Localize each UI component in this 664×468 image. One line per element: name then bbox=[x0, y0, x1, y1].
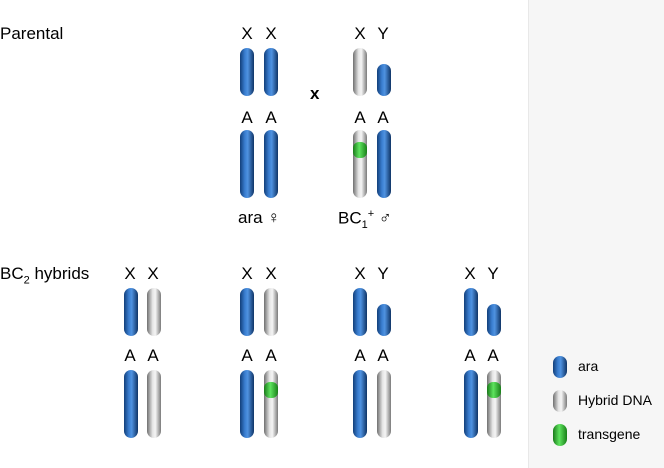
autosome-blue bbox=[240, 370, 254, 438]
autosome-gray bbox=[377, 370, 391, 438]
letter-x: X bbox=[124, 264, 136, 283]
legend-label: Hybrid DNA bbox=[578, 392, 652, 408]
x-chromosome-blue bbox=[124, 288, 138, 336]
bc2-suffix: hybrids bbox=[29, 264, 90, 283]
cross-symbol: x bbox=[310, 84, 320, 103]
legend-label: transgene bbox=[578, 426, 641, 442]
letter-x: X bbox=[354, 264, 366, 283]
autosome-blue bbox=[124, 370, 138, 438]
letter-a: A bbox=[354, 108, 366, 127]
x-chromosome-gray bbox=[353, 48, 367, 96]
letter-a: A bbox=[487, 346, 499, 365]
letter-a: A bbox=[265, 346, 277, 365]
autosome-gray bbox=[147, 370, 161, 438]
autosome-blue bbox=[377, 130, 391, 198]
autosome-gray-with-transgene bbox=[264, 370, 278, 438]
male-parent-caption: BC1+ ♂ bbox=[338, 208, 392, 231]
letter-x: X bbox=[354, 24, 366, 43]
letter-x: X bbox=[241, 24, 253, 43]
male-symbol-icon: ♂ bbox=[378, 208, 392, 228]
x-chromosome-gray bbox=[147, 288, 161, 336]
letter-a: A bbox=[377, 346, 389, 365]
letter-x: X bbox=[265, 264, 277, 283]
female-parent-name: ara bbox=[238, 208, 263, 227]
transgene-marker bbox=[353, 142, 367, 158]
letter-x: X bbox=[147, 264, 159, 283]
letter-a: A bbox=[464, 346, 476, 365]
transgene-marker bbox=[487, 382, 501, 398]
legend-panel bbox=[528, 0, 664, 468]
autosome-gray-with-transgene bbox=[353, 130, 367, 198]
legend-label: ara bbox=[578, 358, 599, 374]
letter-a: A bbox=[147, 346, 159, 365]
bc2-prefix: BC bbox=[0, 264, 24, 283]
y-chromosome-blue bbox=[487, 304, 501, 336]
parental-label: Parental bbox=[0, 24, 64, 43]
letter-y: Y bbox=[377, 264, 389, 283]
x-chromosome-blue bbox=[240, 288, 254, 336]
female-symbol-icon: ♀ bbox=[267, 208, 281, 227]
letter-x: X bbox=[464, 264, 476, 283]
male-parent-name: BC bbox=[338, 208, 362, 228]
transgene-marker bbox=[264, 382, 278, 398]
female-parent-caption: ara ♀ bbox=[238, 208, 280, 228]
letter-a: A bbox=[241, 108, 253, 127]
x-chromosome-blue bbox=[464, 288, 478, 336]
y-chromosome-blue bbox=[377, 304, 391, 336]
green-capsule-icon bbox=[553, 424, 567, 446]
letter-a: A bbox=[241, 346, 253, 365]
x-chromosome-blue bbox=[240, 48, 254, 96]
letter-y: Y bbox=[487, 264, 499, 283]
x-chromosome-gray bbox=[264, 288, 278, 336]
letter-a: A bbox=[265, 108, 277, 127]
bc2-hybrids-label: BC2 hybrids bbox=[0, 264, 89, 286]
autosome-gray-with-transgene bbox=[487, 370, 501, 438]
letter-a: A bbox=[124, 346, 136, 365]
y-chromosome-blue bbox=[377, 64, 391, 96]
letter-x: X bbox=[241, 264, 253, 283]
autosome-blue bbox=[464, 370, 478, 438]
letter-a: A bbox=[354, 346, 366, 365]
male-parent-sup: + bbox=[367, 208, 375, 220]
letter-x: X bbox=[265, 24, 277, 43]
gray-capsule-icon bbox=[553, 390, 567, 412]
letter-a: A bbox=[377, 108, 389, 127]
x-chromosome-blue bbox=[264, 48, 278, 96]
autosome-blue bbox=[264, 130, 278, 198]
male-parent-sub: 1 bbox=[361, 219, 368, 232]
x-chromosome-blue bbox=[353, 288, 367, 336]
letter-y: Y bbox=[377, 24, 389, 43]
autosome-blue bbox=[353, 370, 367, 438]
bc2-subscript: 2 bbox=[23, 274, 30, 287]
blue-capsule-icon bbox=[553, 356, 567, 378]
autosome-blue bbox=[240, 130, 254, 198]
